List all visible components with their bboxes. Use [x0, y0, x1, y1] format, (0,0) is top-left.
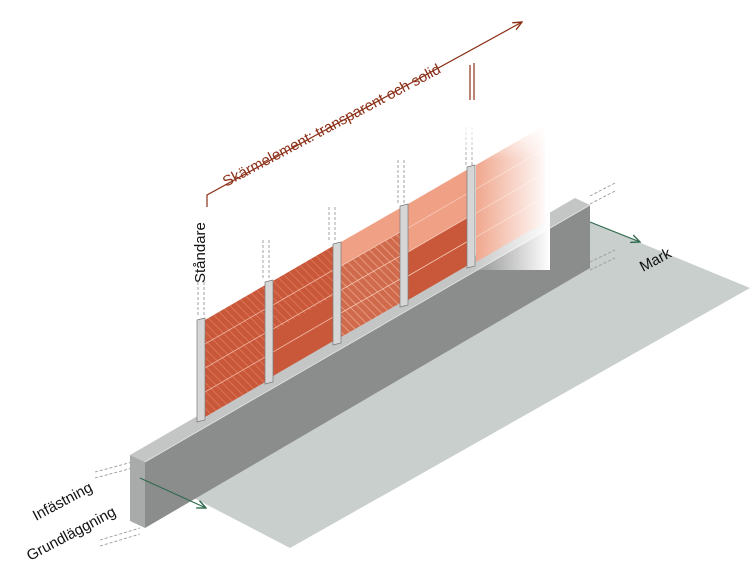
top-fade [195, 120, 555, 160]
posts [196, 164, 476, 423]
panel-bay-1 [204, 284, 268, 417]
screen-element-bracket [206, 22, 522, 207]
wall-front [145, 205, 590, 528]
ground-arrow-right [589, 221, 640, 242]
wall-end [130, 455, 145, 528]
ground-plane [140, 222, 750, 548]
panel-bay-4 [407, 168, 471, 300]
ground-arrow-left [139, 477, 206, 508]
panel-bay-3 [340, 207, 403, 337]
panel-bay-2 [272, 245, 336, 376]
label-post: Ståndare [192, 222, 209, 283]
